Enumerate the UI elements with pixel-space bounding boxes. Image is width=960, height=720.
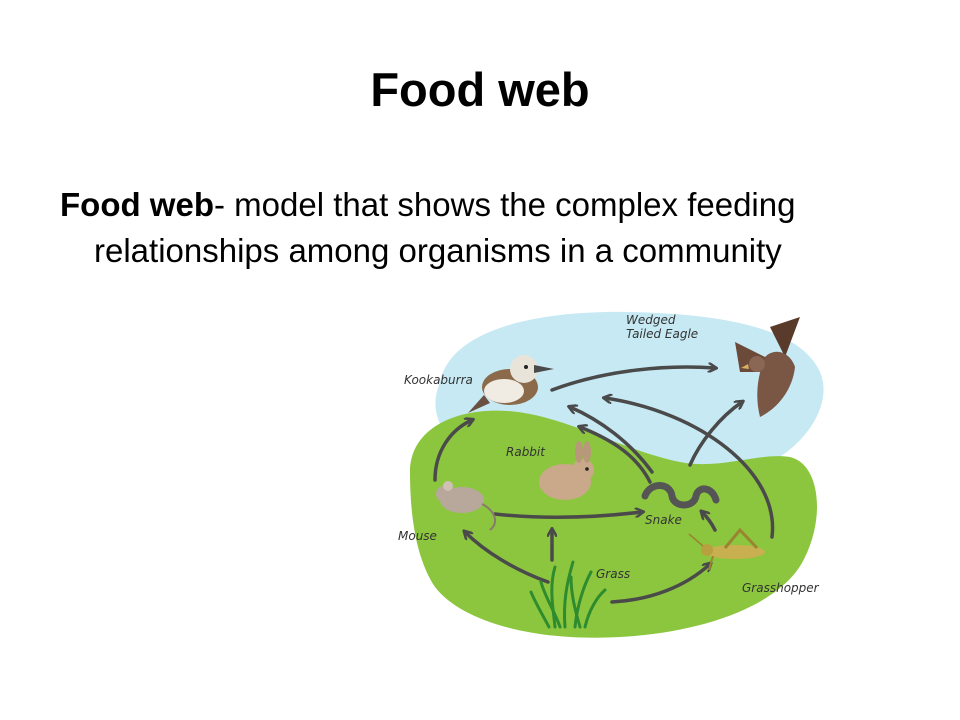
label-snake: Snake (645, 513, 682, 527)
land-background (410, 410, 817, 638)
eagle-illustration (735, 317, 800, 417)
label-grasshopper: Grasshopper (742, 581, 820, 595)
slide-body: Food web- model that shows the complex f… (60, 182, 880, 274)
label-kookaburra: Kookaburra (404, 373, 473, 387)
arrow-mouse-to-kookaburra (433, 420, 472, 482)
definition-bullet: Food web- model that shows the complex f… (60, 182, 880, 274)
arrow-grasshopper-to-eagle (605, 398, 775, 539)
mouse-illustration (436, 481, 497, 531)
definition-text: - model that shows the complex feeding r… (94, 186, 796, 269)
grass-illustration (529, 560, 607, 629)
label-grass: Grass (596, 567, 630, 581)
arrow-grasshopper-to-snake (702, 512, 717, 532)
label-eagle-line1: Wedged (626, 313, 676, 327)
arrow-mouse-to-snake (493, 512, 642, 520)
definition-term: Food web (60, 186, 214, 223)
feeding-arrows (433, 367, 775, 604)
grasshopper-illustration (688, 527, 765, 571)
arrow-rabbit-to-kookaburra (580, 427, 652, 484)
arrow-grass-to-grasshopper (610, 564, 710, 604)
kookaburra-illustration (468, 355, 554, 413)
label-mouse: Mouse (398, 529, 437, 543)
arrow-kookaburra-to-eagle (550, 367, 715, 392)
arrow-grass-to-mouse (465, 532, 550, 584)
rabbit-illustration (539, 441, 594, 500)
label-eagle-line2: Tailed Eagle (626, 327, 698, 341)
arrow-snake-to-kookaburra (570, 407, 654, 474)
food-web-diagram: Wedged Tailed Eagle Kookaburra Rabbit Mo… (398, 311, 824, 638)
slide-title: Food web (370, 63, 590, 116)
arrow-snake-to-eagle (688, 402, 742, 467)
label-rabbit: Rabbit (506, 445, 546, 459)
snake-illustration (641, 482, 720, 509)
